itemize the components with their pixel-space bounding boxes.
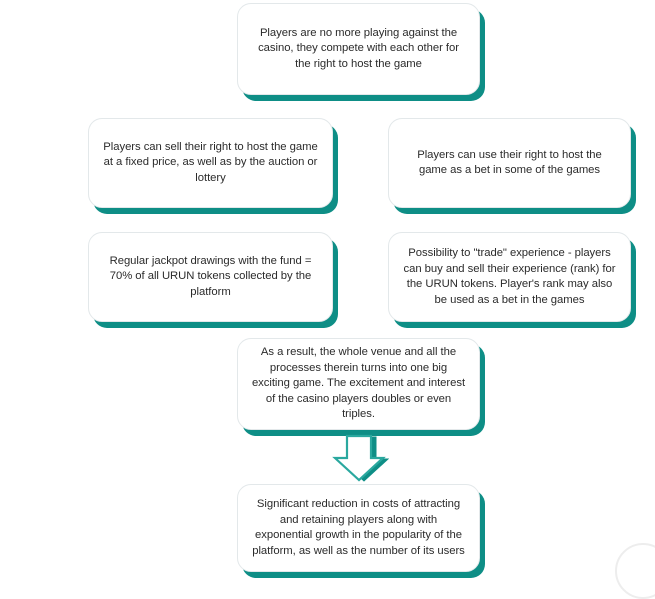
flow-node-jackpot-drawings: Regular jackpot drawings with the fund =… (88, 232, 333, 322)
flow-node-text: Players are no more playing against the … (258, 26, 459, 70)
flow-node-text: Significant reduction in costs of attrac… (252, 498, 465, 557)
flow-node-text: Players can sell their right to host the… (103, 140, 318, 184)
flow-node-sell-right: Players can sell their right to host the… (88, 118, 333, 208)
flow-node-result: As a result, the whole venue and all the… (237, 338, 480, 430)
flow-node-text: Players can use their right to host the … (417, 148, 602, 177)
flow-node-compete: Players are no more playing against the … (237, 3, 480, 95)
flow-node-text: As a result, the whole venue and all the… (251, 346, 466, 421)
flow-node-trade-experience: Possibility to "trade" experience - play… (388, 232, 631, 322)
flow-node-text: Regular jackpot drawings with the fund =… (109, 254, 312, 298)
flow-node-use-as-bet: Players can use their right to host the … (388, 118, 631, 208)
flow-node-outcome: Significant reduction in costs of attrac… (237, 484, 480, 572)
arrow-down-block-icon (327, 434, 389, 482)
flow-node-text: Possibility to "trade" experience - play… (403, 247, 616, 306)
